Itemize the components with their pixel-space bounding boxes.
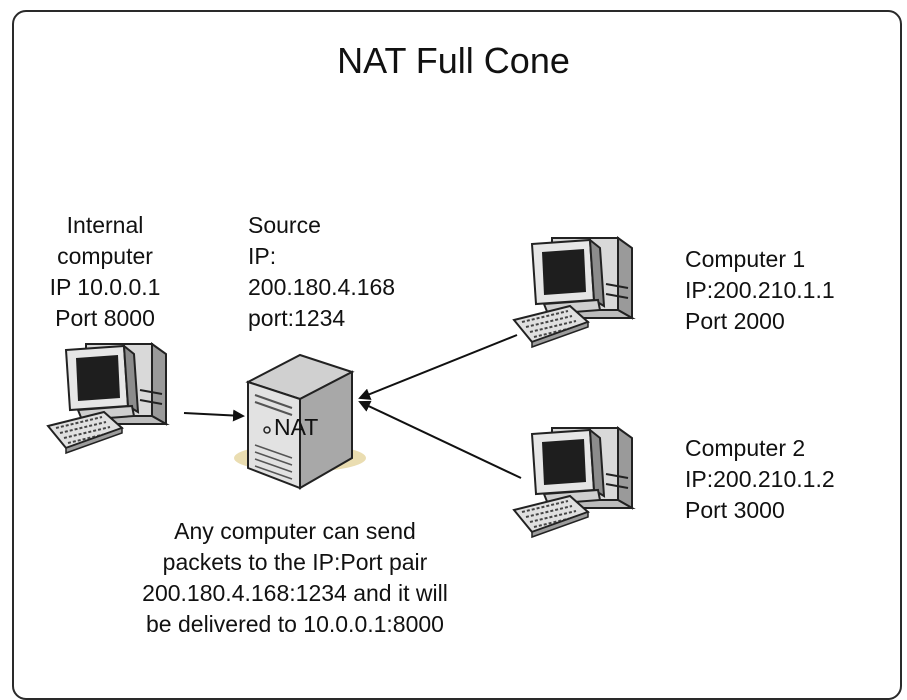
computer2-line-1: Computer 2 xyxy=(685,435,806,461)
computer1-line-3: Port 2000 xyxy=(685,308,785,334)
computer2-line-2: IP:200.210.1.2 xyxy=(685,466,835,492)
internal-to-nat-arrow xyxy=(183,409,245,422)
internal-line-4: Port 8000 xyxy=(55,305,155,331)
caption-line-4: be delivered to 10.0.0.1:8000 xyxy=(146,611,444,637)
computer1-line-2: IP:200.210.1.1 xyxy=(685,277,835,303)
internal-computer-icon xyxy=(47,343,167,454)
computer-1-icon xyxy=(513,237,633,348)
computer-2-label: Computer 2 IP:200.210.1.2 Port 3000 xyxy=(685,433,835,526)
caption-line-2: packets to the IP:Port pair xyxy=(162,549,428,575)
nat-server-icon xyxy=(234,353,366,490)
caption-line-1: Any computer can send xyxy=(174,518,416,544)
computer-2-icon xyxy=(513,427,633,538)
internal-line-2: computer xyxy=(57,243,153,269)
internal-computer-label: Internal computer IP 10.0.0.1 Port 8000 xyxy=(30,210,180,334)
source-line-1: Source xyxy=(248,212,321,238)
computer2-line-3: Port 3000 xyxy=(685,497,785,523)
source-line-2: IP: xyxy=(248,243,277,269)
caption-line-3: 200.180.4.168:1234 and it will xyxy=(142,580,448,606)
nat-label: NAT xyxy=(274,414,319,440)
computer1-to-nat-arrow xyxy=(358,334,518,400)
internal-line-3: IP 10.0.0.1 xyxy=(49,274,161,300)
caption: Any computer can send packets to the IP:… xyxy=(100,516,490,640)
computer2-to-nat-arrow xyxy=(358,400,522,479)
internal-line-1: Internal xyxy=(66,212,144,238)
source-line-3: 200.180.4.168 xyxy=(248,274,396,300)
computer-1-label: Computer 1 IP:200.210.1.1 Port 2000 xyxy=(685,244,835,337)
diagram-title: NAT Full Cone xyxy=(337,40,570,81)
nat-source-label: Source IP: 200.180.4.168 port:1234 xyxy=(248,210,395,334)
source-line-4: port:1234 xyxy=(248,305,346,331)
computer1-line-1: Computer 1 xyxy=(685,246,806,272)
